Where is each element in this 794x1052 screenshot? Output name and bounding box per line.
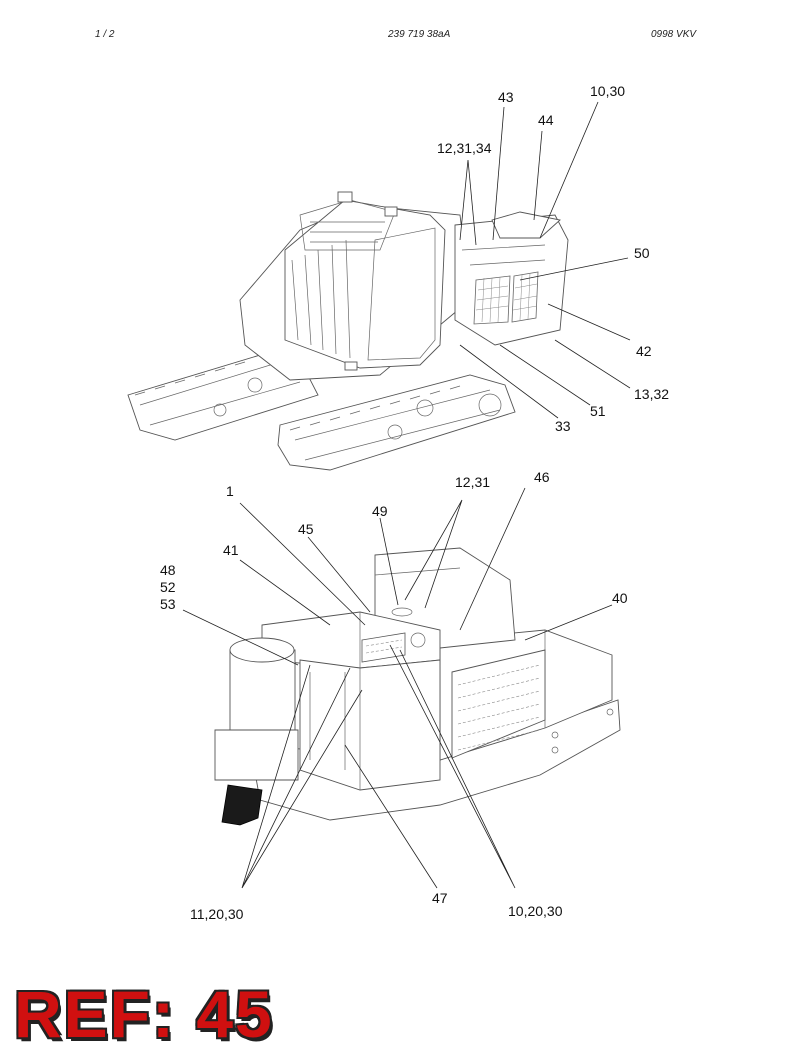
label-12-31-34: 12,31,34 xyxy=(437,140,492,156)
label-11-20-30: 11,20,30 xyxy=(190,906,244,922)
label-1: 1 xyxy=(226,483,234,499)
label-47: 47 xyxy=(432,890,448,906)
label-52: 52 xyxy=(160,579,176,595)
label-53: 53 xyxy=(160,596,176,612)
label-46: 46 xyxy=(534,469,550,485)
label-40: 40 xyxy=(612,590,628,606)
engine-compartment-drawing xyxy=(214,547,621,826)
label-10-30: 10,30 xyxy=(590,83,625,99)
label-48: 48 xyxy=(160,562,176,578)
label-41: 41 xyxy=(223,542,239,558)
side-grille xyxy=(451,649,546,759)
label-44: 44 xyxy=(538,112,554,128)
label-12-31: 12,31 xyxy=(455,474,490,490)
label-43: 43 xyxy=(498,89,514,105)
label-49: 49 xyxy=(372,503,388,519)
label-51: 51 xyxy=(590,403,606,419)
leader-lines-top xyxy=(459,101,631,419)
leader-lines-bottom xyxy=(182,487,613,889)
ref-badge: REF: 45 xyxy=(14,977,274,1051)
label-42: 42 xyxy=(636,343,652,359)
label-45: 45 xyxy=(298,521,314,537)
label-13-32: 13,32 xyxy=(634,386,669,402)
page-number: 1 / 2 xyxy=(95,29,115,40)
document-number: 239 719 38aA xyxy=(388,29,451,40)
label-10-20-30: 10,20,30 xyxy=(508,903,563,919)
tracked-machine-drawing xyxy=(127,191,569,471)
label-50: 50 xyxy=(634,245,650,261)
label-33: 33 xyxy=(555,418,571,434)
engine-grille xyxy=(473,271,539,325)
revision-code: 0998 VKV xyxy=(651,29,697,40)
